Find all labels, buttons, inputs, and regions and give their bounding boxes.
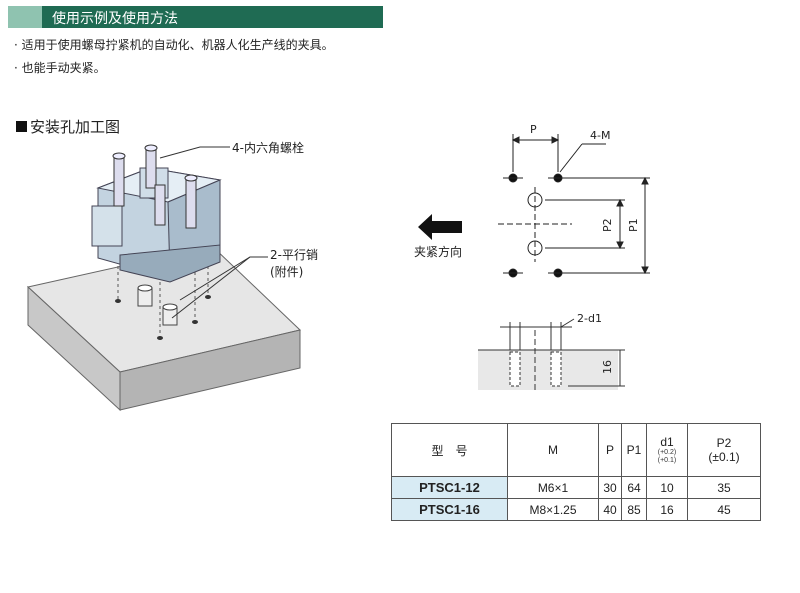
- col-model: 型 号: [391, 423, 508, 477]
- row-m: M8×1.25: [507, 498, 599, 521]
- col-p2-label: P2: [716, 436, 732, 450]
- dim-2d1: 2-d1: [577, 312, 602, 325]
- row-model: PTSC1-12: [391, 476, 508, 499]
- col-d1-tol-1: (+0.2): [657, 449, 677, 456]
- table-row: PTSC1-12 M6×1 30 64 10 35: [391, 476, 761, 499]
- square-bullet-icon: [16, 121, 27, 132]
- pin-callout-line-1: 2-平行销: [270, 248, 318, 262]
- dowel-pins: [137, 284, 178, 326]
- dim-p1: P1: [627, 218, 640, 232]
- row-m: M6×1: [507, 476, 599, 499]
- section-header-tab: [8, 6, 42, 28]
- dim-16: 16: [601, 360, 614, 374]
- col-p2-tol: (±0.1): [708, 450, 740, 464]
- row-d1: 10: [646, 476, 688, 499]
- pin-callout: 2-平行销 (附件): [270, 247, 318, 281]
- row-p: 40: [598, 498, 622, 521]
- spec-table: 型 号 M P P1 d1 (+0.2) (+0.1) P2 (±0.1) PT…: [391, 423, 761, 521]
- col-p2: P2 (±0.1): [687, 423, 761, 477]
- clamp-direction-arrow-icon: [418, 214, 462, 240]
- row-model: PTSC1-16: [391, 498, 508, 521]
- row-p2: 35: [687, 476, 761, 499]
- leader-lines: [159, 146, 268, 319]
- figure-title-text: 安装孔加工图: [30, 118, 121, 136]
- col-d1-label: d1: [660, 435, 674, 449]
- base-plate: [26, 245, 302, 412]
- plate-holes: [115, 295, 211, 340]
- figure-title: 安装孔加工图: [16, 116, 120, 137]
- clamp-direction-label: 夹紧方向: [414, 245, 463, 259]
- usage-line-2: · 也能手动夹紧。: [14, 61, 106, 75]
- col-d1: d1 (+0.2) (+0.1): [646, 423, 688, 477]
- usage-line-1: · 适用于使用螺母拧紧机的自动化、机器人化生产线的夹具。: [14, 38, 334, 52]
- row-p1: 64: [621, 476, 647, 499]
- table-row: PTSC1-16 M8×1.25 40 85 16 45: [391, 498, 761, 521]
- section-header-bar: 使用示例及使用方法: [8, 6, 383, 28]
- dim-p: P: [530, 123, 537, 136]
- col-p1: P1: [621, 423, 647, 477]
- bolt-callout: 4-内六角螺栓: [232, 141, 304, 155]
- row-p2: 45: [687, 498, 761, 521]
- pin-callout-line-2: (附件): [270, 265, 304, 279]
- section-title: 使用示例及使用方法: [52, 11, 178, 27]
- row-d1: 16: [646, 498, 688, 521]
- pin-hole-section-view: [478, 318, 625, 390]
- row-p1: 85: [621, 498, 647, 521]
- spec-table-header: 型 号 M P P1 d1 (+0.2) (+0.1) P2 (±0.1): [391, 423, 761, 477]
- col-p: P: [598, 423, 622, 477]
- row-p: 30: [598, 476, 622, 499]
- col-d1-tol-2: (+0.1): [657, 457, 677, 464]
- dim-p2: P2: [601, 218, 614, 232]
- col-m: M: [507, 423, 599, 477]
- hole-pattern-view: [498, 134, 650, 278]
- dim-4m: 4-M: [590, 129, 610, 142]
- hex-bolts: [112, 144, 198, 229]
